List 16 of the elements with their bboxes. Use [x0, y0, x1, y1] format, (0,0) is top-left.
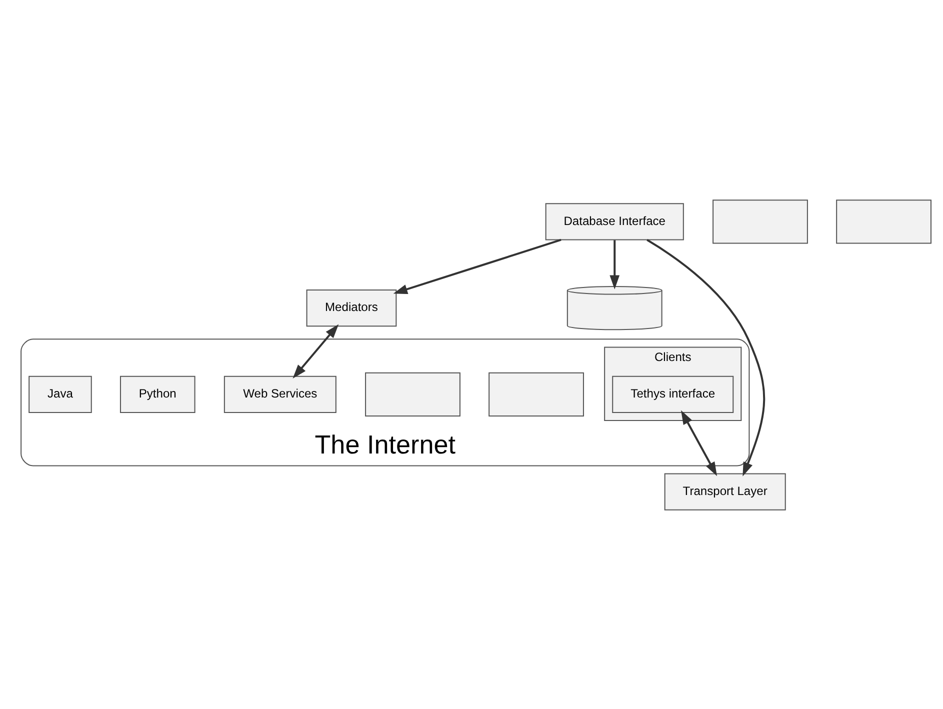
arrow [392, 238, 561, 294]
node-box: Mediators [306, 288, 396, 326]
node-box: Tethys interface [612, 375, 734, 412]
arrow [646, 238, 765, 476]
node-box: Java [28, 375, 92, 412]
arrow [680, 410, 717, 476]
node-box: Database Interface [544, 202, 684, 240]
node-box: Python [119, 375, 195, 412]
node-box [488, 372, 584, 416]
arrow [292, 324, 338, 378]
node-box: Web Services [223, 375, 336, 412]
node-box [712, 199, 808, 244]
node-box [364, 372, 460, 416]
node-box: Transport Layer [664, 472, 786, 510]
arrow [609, 240, 620, 289]
node-box [836, 199, 931, 244]
